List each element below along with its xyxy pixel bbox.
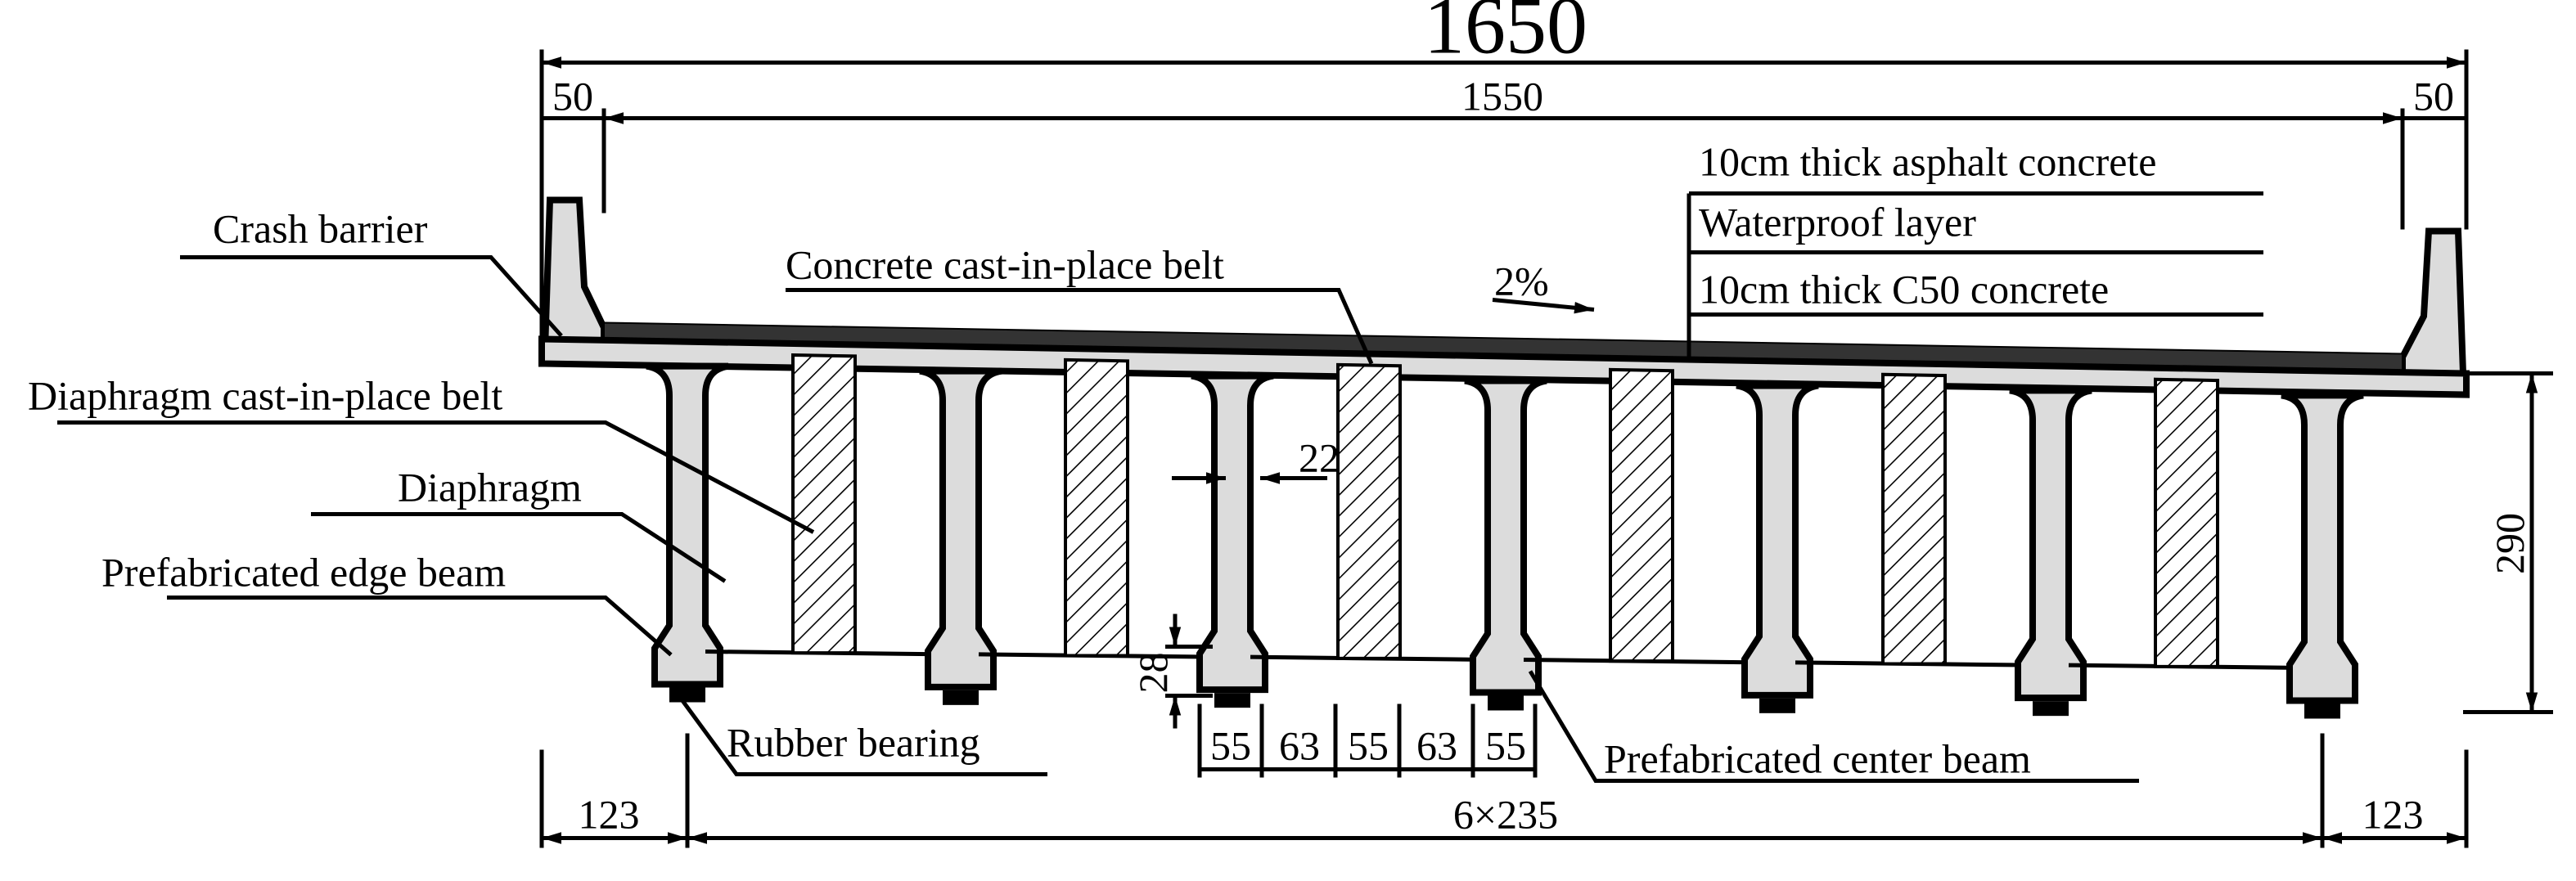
belt-spacing-4: 63 — [1416, 723, 1457, 769]
beam-web — [919, 367, 1002, 690]
rubber-bearing-pad — [2033, 701, 2069, 717]
rubber-bearing-label: Rubber bearing — [727, 720, 980, 766]
slope-label: 2% — [1494, 258, 1549, 304]
bottom-height-dimension: 28 — [1130, 614, 1213, 729]
rubber-bearing-pad — [669, 687, 705, 703]
height-dimension: 290 — [2463, 371, 2553, 714]
rubber-bearing-pad — [1759, 698, 1795, 713]
belt-spacing-5: 55 — [1485, 723, 1526, 769]
rubber-bearing-pad — [2304, 703, 2340, 719]
beam-web — [1736, 382, 1819, 699]
edge-right-dim: 123 — [2362, 792, 2424, 838]
edge-beam — [2281, 392, 2364, 719]
rubber-bearing-pad — [1214, 693, 1250, 708]
web-thickness-dim: 22 — [1299, 435, 1340, 481]
right-barrier-dim: 50 — [2413, 74, 2454, 119]
beam-web — [2009, 387, 2092, 702]
beam-web — [1464, 377, 1547, 696]
deck-width-dim: 1550 — [1461, 74, 1543, 119]
rubber-bearing-pad — [1488, 695, 1524, 711]
waterproof-label: Waterproof layer — [1699, 200, 1976, 245]
asphalt-label: 10cm thick asphalt concrete — [1699, 139, 2157, 185]
crash-barrier-label: Crash barrier — [213, 206, 428, 252]
precast-beams — [646, 362, 2364, 719]
rubber-bearing-pad — [943, 690, 979, 705]
left-barrier-dim: 50 — [552, 74, 593, 119]
belt-spacing-2: 63 — [1279, 723, 1320, 769]
callouts: Crash barrier Concrete cast-in-place bel… — [28, 139, 2263, 783]
hatched-belt — [791, 353, 857, 655]
deck-structure — [538, 196, 2470, 398]
center-beam — [1191, 372, 1274, 708]
center-beam-label: Prefabricated center beam — [1604, 736, 2031, 782]
top-dimensions: 1650 50 1550 50 — [539, 0, 2469, 353]
beam-web — [2281, 392, 2364, 704]
center-beam — [1736, 382, 1819, 713]
diaphragm-belt-label: Diaphragm cast-in-place belt — [28, 373, 502, 419]
center-beam — [919, 367, 1002, 705]
right-crash-barrier — [2399, 227, 2470, 384]
hatched-belt — [1064, 357, 1129, 658]
cast-in-place-belts — [791, 353, 2219, 668]
center-beam — [1464, 377, 1547, 711]
beam-spacing-dim: 6×235 — [1453, 792, 1558, 838]
beam-web — [1191, 372, 1274, 694]
edge-beam-label: Prefabricated edge beam — [101, 550, 506, 596]
hatched-belt — [2154, 377, 2219, 668]
slope-indicator: 2% — [1492, 258, 1595, 314]
belt-spacing-dimensions: 55 63 55 63 55 — [1197, 703, 1538, 778]
belt-spacing-3: 55 — [1348, 723, 1389, 769]
height-dim: 290 — [2487, 513, 2533, 574]
hatched-belt — [1609, 367, 1674, 663]
diaphragm-label: Diaphragm — [398, 465, 582, 510]
edge-beam — [646, 362, 729, 703]
hatched-belt — [1881, 372, 1947, 666]
total-width-dim: 1650 — [1424, 0, 1587, 71]
center-beam — [2009, 387, 2092, 717]
bottom-dimensions: 123 6×235 123 — [539, 733, 2469, 848]
bottom-height-dim: 28 — [1130, 653, 1176, 694]
hatched-belt — [1336, 362, 1402, 660]
beam-web — [646, 362, 729, 688]
belt-spacing-1: 55 — [1210, 723, 1251, 769]
deck-slab — [538, 335, 2470, 398]
web-thickness-dimension: 22 — [1172, 435, 1340, 484]
edge-left-dim: 123 — [579, 792, 640, 838]
c50-label: 10cm thick C50 concrete — [1699, 267, 2109, 312]
concrete-belt-label: Concrete cast-in-place belt — [786, 242, 1224, 288]
